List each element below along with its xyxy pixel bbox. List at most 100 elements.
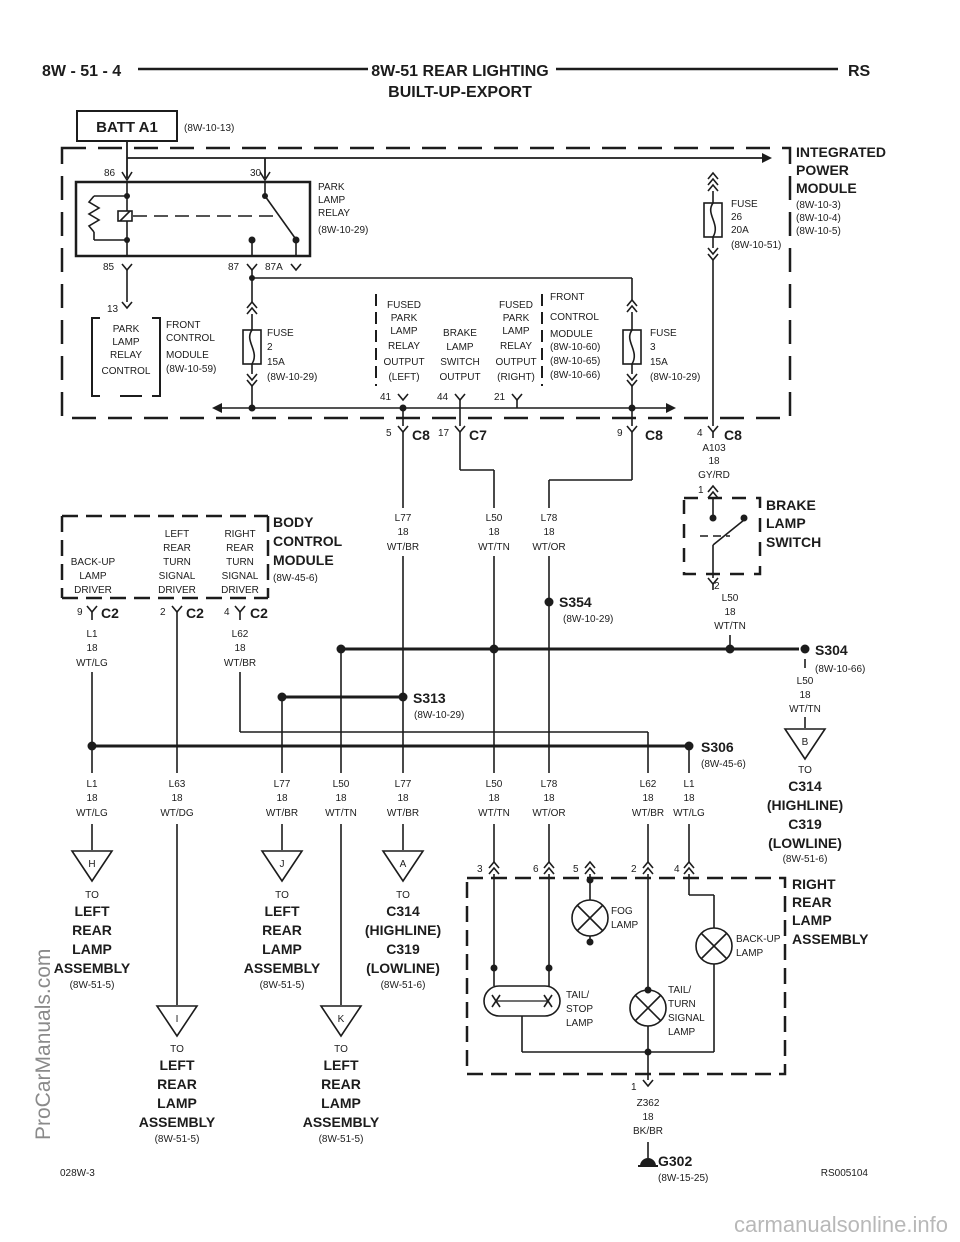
fcm-out-brake-2: LAMP: [446, 342, 474, 353]
relay-label-2: LAMP: [318, 195, 346, 206]
z362-l2: 18: [642, 1112, 654, 1123]
bottom-wire-l78-line1: L78: [541, 779, 558, 790]
fuse2-l1: FUSE: [267, 328, 294, 339]
dest-k-letter: K: [338, 1014, 345, 1025]
l78-top-l3: WT/OR: [532, 542, 565, 553]
header: 8W - 51 - 4 8W-51 REAR LIGHTING BUILT-UP…: [42, 63, 871, 101]
fuse2-ref: (8W-10-29): [267, 372, 317, 383]
dest-a-ref: (8W-51-6): [381, 980, 426, 991]
destination-j: J TO LEFT REAR LAMP ASSEMBLY (8W-51-5): [244, 850, 321, 991]
bottom-wire-l78-line3: WT/OR: [532, 808, 565, 819]
fuse26-l2: 26: [731, 212, 743, 223]
lower-wires: [91, 824, 690, 1005]
tailstop-l2: STOP: [566, 1004, 593, 1015]
relay-pin-87: 87: [228, 262, 240, 273]
l77-top-l2: 18: [397, 527, 409, 538]
footer-right-code: RS005104: [821, 1168, 869, 1179]
fcm-ctrl-2: LAMP: [112, 337, 140, 348]
dest-j-l3: LAMP: [262, 941, 302, 957]
fcm-pin-44: 44: [437, 392, 449, 403]
bcm-drv1-l3: DRIVER: [74, 585, 112, 596]
c8-pin-9: 9: [617, 428, 623, 439]
bcm-drv3-l3: TURN: [226, 557, 254, 568]
l50-brake-l1: L50: [722, 593, 739, 604]
fuse3-l1: FUSE: [650, 328, 677, 339]
destination-b: B TO C314 (HIGHLINE) C319 (LOWLINE) (8W-…: [767, 728, 843, 865]
battery-ref: (8W-10-13): [184, 123, 234, 134]
dest-b-l2: (HIGHLINE): [767, 797, 843, 813]
park-lamp-relay: 86 30 85 87 87A PARK LAMP RELAY (8W-10-2…: [74, 168, 368, 273]
fuse2-l3: 15A: [267, 357, 285, 368]
g302-ref: (8W-15-25): [658, 1173, 708, 1184]
z362-l3: BK/BR: [633, 1126, 663, 1137]
bcm-drv3-l2: REAR: [226, 543, 254, 554]
c8-pin-4: 4: [697, 428, 703, 439]
relay-pin-86: 86: [104, 168, 116, 179]
diagram-title: 8W-51 REAR LIGHTING: [371, 63, 548, 80]
right-rear-lamp-assembly: RIGHT REAR LAMP ASSEMBLY 3 6 5 2 4: [465, 860, 869, 1093]
model-code: RS: [848, 63, 871, 80]
s354-name: S354: [559, 594, 592, 610]
connector-c2-b: C2: [186, 605, 204, 621]
fcm-out-left-1: FUSED: [387, 300, 421, 311]
rrla-pin-6: 6: [533, 864, 539, 875]
dest-h-letter: H: [88, 859, 95, 870]
destination-i: I TO LEFT REAR LAMP ASSEMBLY (8W-51-5): [139, 1005, 216, 1145]
ipm-ref-2: (8W-10-4): [796, 213, 841, 224]
dest-i-l4: ASSEMBLY: [139, 1114, 216, 1130]
dest-j-l1: LEFT: [265, 903, 300, 919]
l50-s304-l3: WT/TN: [789, 704, 821, 715]
fcm-out-brake-3: SWITCH: [440, 357, 479, 368]
brake-pin-2: 2: [714, 581, 720, 592]
relay-pin-30: 30: [250, 168, 262, 179]
body-control-module: BODY CONTROL MODULE (8W-45-6) BACK-UP LA…: [60, 514, 343, 773]
bottom-wire-l1-left-line3: WT/LG: [76, 808, 108, 819]
bottom-wire-l62-line3: WT/BR: [632, 808, 664, 819]
battery-feed: BATT A1 (8W-10-13): [76, 110, 234, 142]
bottom-wire-l50-right-line1: L50: [486, 779, 503, 790]
connector-c8-right: C8: [724, 427, 742, 443]
dest-b-ref: (8W-51-6): [783, 854, 828, 865]
wire-l50-brake: L50 18 WT/TN: [714, 593, 746, 632]
fcm-out-right-1: FUSED: [499, 300, 533, 311]
g302-name: G302: [658, 1153, 692, 1169]
splice-bars: [92, 647, 799, 748]
dest-b-to: TO: [798, 765, 812, 776]
fcm-right-4: (8W-10-60): [550, 342, 600, 353]
backup-lamp-l1: BACK-UP: [736, 934, 781, 945]
dest-i-letter: I: [176, 1014, 179, 1025]
fcm-out-left-5: OUTPUT: [383, 357, 424, 368]
tailturn-l3: SIGNAL: [668, 1013, 705, 1024]
fcm-out-left-6: (LEFT): [388, 372, 419, 383]
bcm-ref: (8W-45-6): [273, 573, 318, 584]
brake-switch-name-2: LAMP: [766, 515, 806, 531]
fcm-right-3: MODULE: [550, 329, 593, 340]
fuse26-l1: FUSE: [731, 199, 758, 210]
fcm-right-6: (8W-10-66): [550, 370, 600, 381]
l78-top-l1: L78: [541, 513, 558, 524]
tailturn-l2: TURN: [668, 999, 696, 1010]
dest-b-l3: C319: [788, 816, 822, 832]
fcm-out-brake-1: BRAKE: [443, 328, 477, 339]
s304-name: S304: [815, 642, 848, 658]
rrla-pin-3: 3: [477, 864, 483, 875]
l62-bcm-l2: 18: [234, 643, 246, 654]
bcm-drv1-l2: LAMP: [79, 571, 107, 582]
relay-pin-87a: 87A: [265, 262, 283, 273]
l62-bcm-l3: WT/BR: [224, 658, 256, 669]
relay-ref: (8W-10-29): [318, 225, 368, 236]
connector-c7: C7: [469, 427, 487, 443]
splice-s306: S306 (8W-45-6): [701, 739, 746, 770]
dest-k-l1: LEFT: [324, 1057, 359, 1073]
rrla-pin-1: 1: [631, 1082, 637, 1093]
connector-c8-mid: C8: [645, 427, 663, 443]
watermark-bottom: carmanualsonline.info: [734, 1212, 948, 1237]
a103-l2: 18: [708, 456, 720, 467]
dest-a-l2: (HIGHLINE): [365, 922, 441, 938]
dest-j-l4: ASSEMBLY: [244, 960, 321, 976]
fcm-ctrl-1: PARK: [113, 324, 140, 335]
bottom-wire-l77-right-line2: 18: [397, 793, 409, 804]
